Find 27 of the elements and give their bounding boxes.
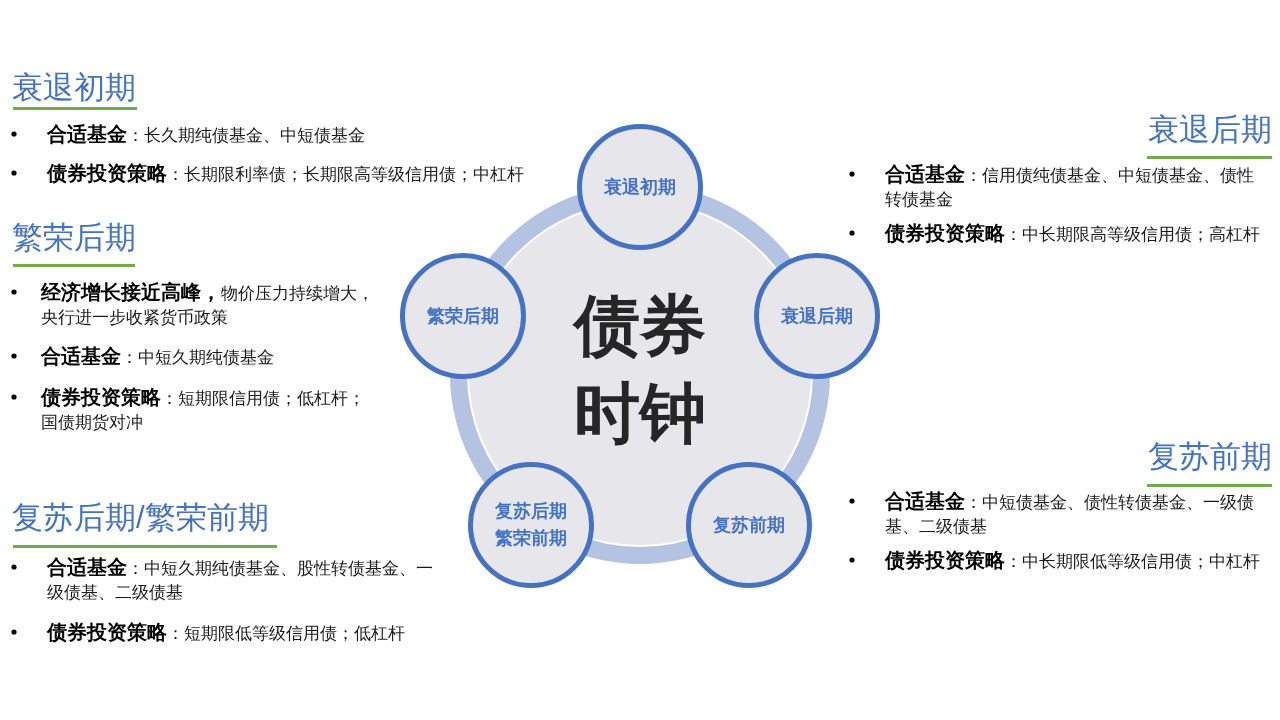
bullet-text: 债券投资策略：短期限信用债；低杠杆；国债期货对冲 xyxy=(41,385,366,434)
phase-label: 复苏后期繁荣前期 xyxy=(494,500,568,550)
bullet-text: 合适基金：中短债基金、债性转债基金、一级债基、二级债基 xyxy=(885,489,1255,538)
phase-circle xyxy=(577,124,703,250)
bullet-text: 合适基金：长久期纯债基金、中短债基金 xyxy=(47,122,365,147)
bullet-text: 债券投资策略：中长期限低等级信用债；中杠杆 xyxy=(885,548,1260,573)
phase-label: 衰退后期 xyxy=(780,304,854,328)
phase-circle xyxy=(400,253,526,379)
phase-label: 繁荣后期 xyxy=(426,304,500,328)
bullet-text: 债券投资策略：短期限低等级信用债；低杠杆 xyxy=(47,620,405,645)
center-title: 债券时钟 xyxy=(570,281,710,457)
bullet-text: 债券投资策略：长期限利率债；长期限高等级信用债；中杠杆 xyxy=(47,161,524,186)
phase-circle xyxy=(468,462,594,588)
phase-label: 复苏前期 xyxy=(712,513,786,537)
bullet-text: 债券投资策略：中长期限高等级信用债；高杠杆 xyxy=(885,221,1260,246)
phase-circle xyxy=(754,253,880,379)
phase-label: 衰退初期 xyxy=(603,175,677,199)
bullet-text: 经济增长接近高峰，物价压力持续增大，央行进一步收紧货币政策 xyxy=(41,280,375,329)
section-heading: 繁荣后期 xyxy=(12,220,136,256)
bullet-text: 合适基金：中短久期纯债基金、股性转债基金、一级债基、二级债基 xyxy=(47,555,434,604)
section-heading: 复苏后期/繁荣前期 xyxy=(12,500,269,536)
phase-circle xyxy=(686,462,812,588)
bullet-text: 合适基金：信用债纯债基金、中短债基金、债性转债基金 xyxy=(885,162,1255,211)
section-heading: 衰退初期 xyxy=(12,70,136,106)
bullet-text: 合适基金：中短久期纯债基金 xyxy=(41,344,274,369)
section-heading: 衰退后期 xyxy=(1148,112,1272,148)
section-heading: 复苏前期 xyxy=(1148,439,1272,475)
